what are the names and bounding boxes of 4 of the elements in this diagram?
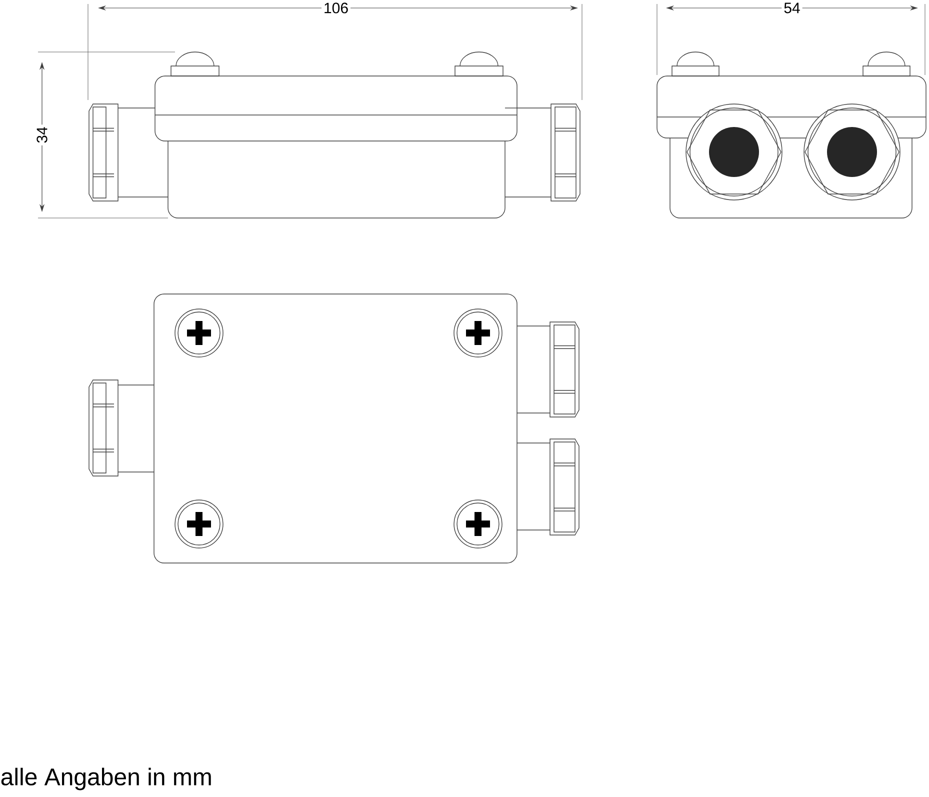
dimension-label: 54 [782,0,802,16]
note-text: alle Angaben in mm [1,768,211,790]
dimension-label: 34 [34,124,50,146]
dimension-label: 106 [322,0,351,16]
